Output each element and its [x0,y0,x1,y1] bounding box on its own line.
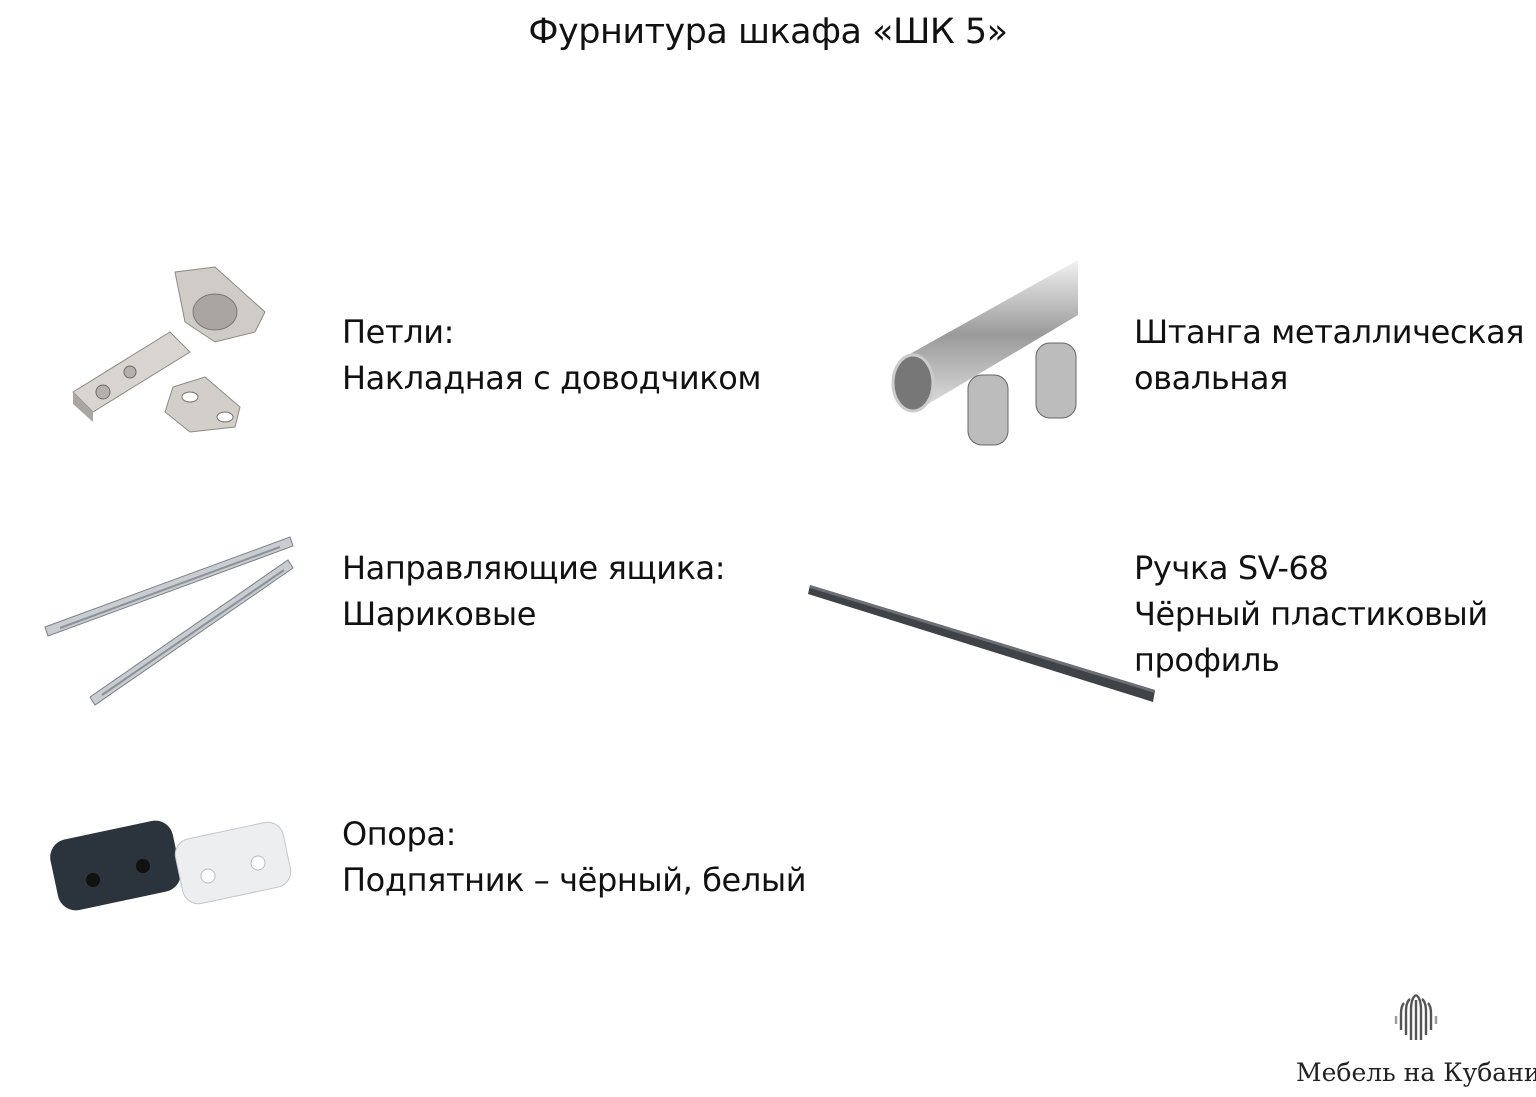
profile-handle-icon [808,585,1155,702]
oval-rail-icon [891,260,1078,446]
hinge-icon [72,266,266,433]
item-handle: Ручка SV-68 Чёрный пластиковый профиль [1134,545,1488,683]
item-label: Направляющие ящика: [342,549,726,587]
item-hinges: Петли: Накладная с доводчиком [342,309,762,401]
drawer-slides-icon [44,536,294,706]
item-label: Опора: [342,815,456,853]
logo-text: Мебель на Кубани [1296,1058,1536,1087]
item-drawer-slides: Направляющие ящика: Шариковые [342,545,726,637]
item-description: овальная [1134,359,1288,397]
item-description: Накладная с доводчиком [342,359,762,397]
item-glides: Опора: Подпятник – чёрный, белый [342,811,807,903]
logo-mark-icon [1394,993,1438,1040]
item-description: профиль [1134,641,1280,679]
item-label: Ручка SV-68 [1134,549,1329,587]
item-description: Чёрный пластиковый [1134,595,1488,633]
item-oval-rail: Штанга металлическая овальная [1134,309,1525,401]
item-label: Петли: [342,313,455,351]
item-description: Подпятник – чёрный, белый [342,861,807,899]
item-label: Штанга металлическая [1134,313,1525,351]
furniture-glide-icon [50,820,292,911]
item-description: Шариковые [342,595,537,633]
brand-logo: Мебель на Кубани [1296,990,1536,1087]
page-title: Фурнитура шкафа «ШК 5» [528,12,1008,52]
